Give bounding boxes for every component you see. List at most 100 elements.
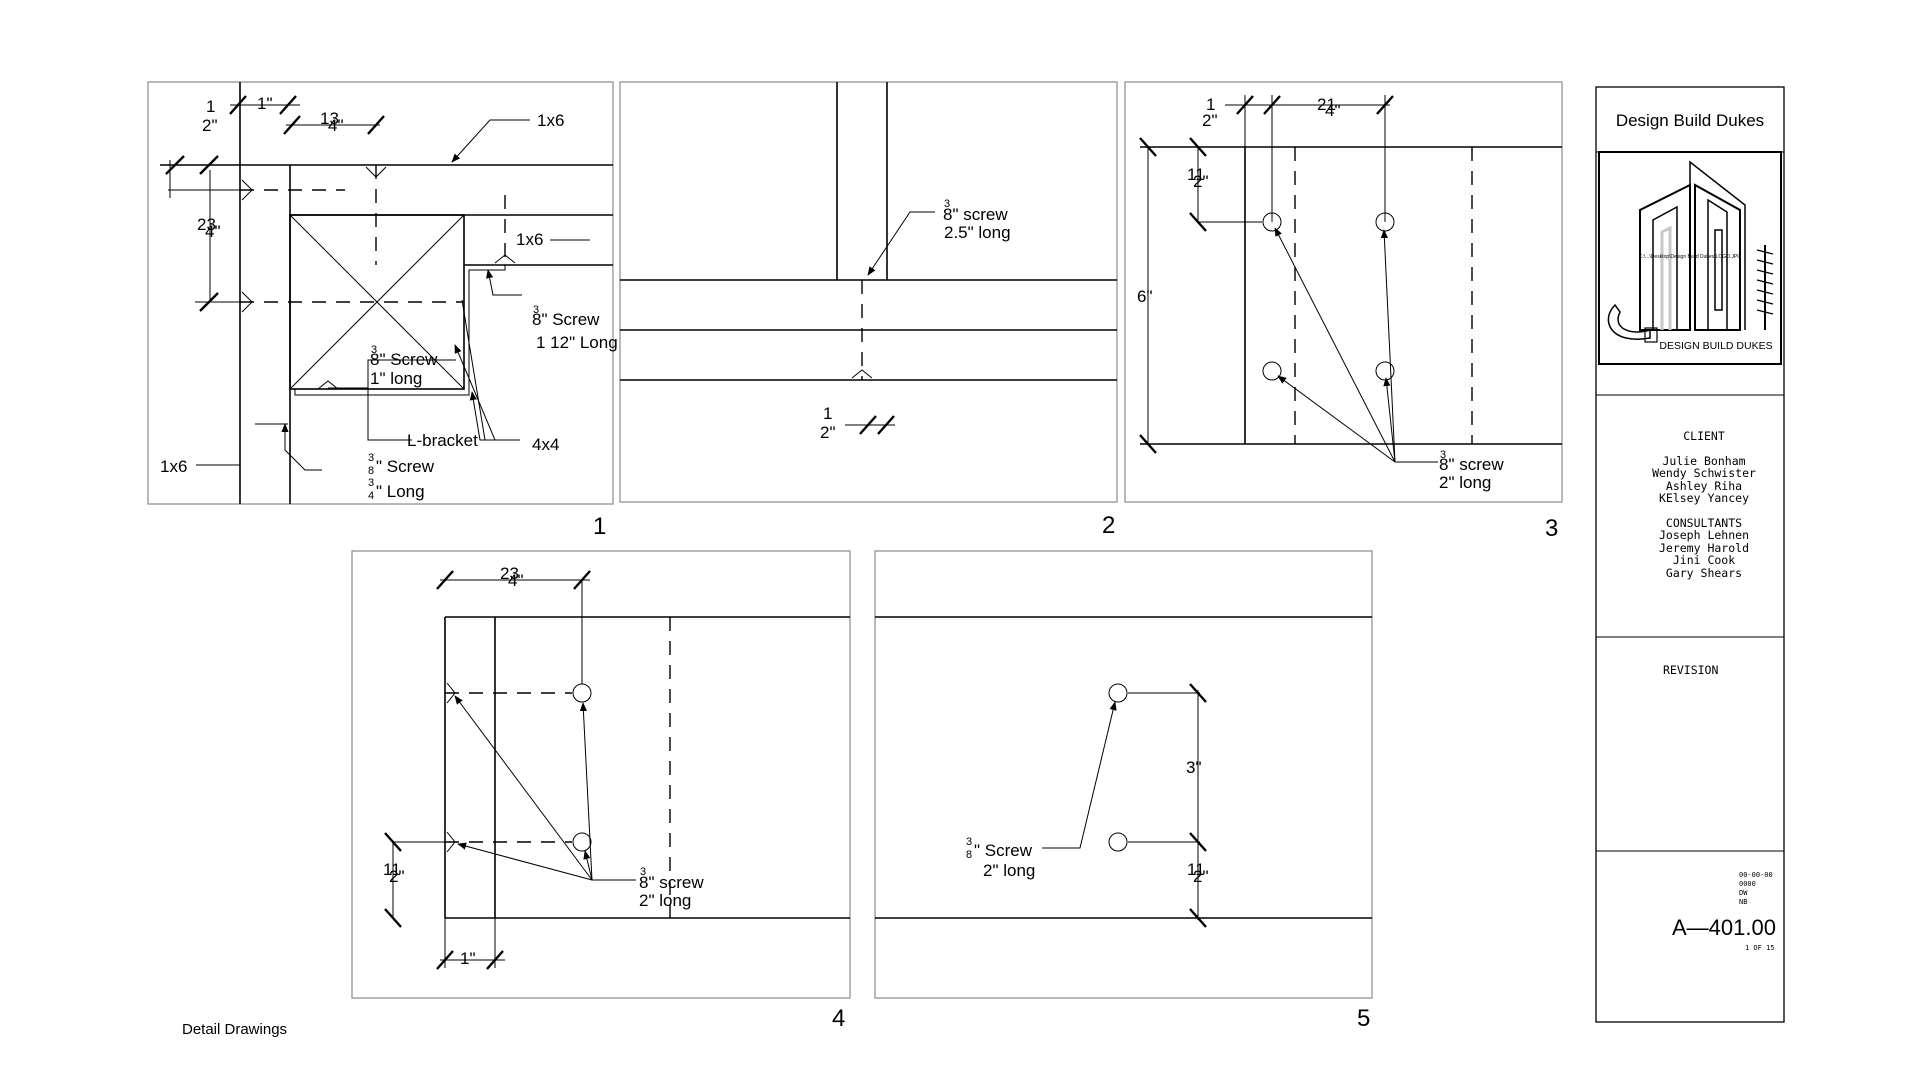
detail-2: 3 8" screw 2.5" long 1 2" 2 [619, 81, 1118, 539]
consultant-name: Jini Cook [1673, 553, 1735, 567]
detail-3: 1 2" 21 4" 11 2" 6" 3 8" screw 2" long 3 [1124, 81, 1563, 542]
d2-screw-text: 8" screw [943, 205, 1008, 224]
d4-screw-text: 8" screw [639, 873, 704, 892]
d3-screw-num: 3 [1440, 449, 1446, 461]
screw-c-len: " Long [376, 482, 425, 501]
d5-screw-num: 3 [966, 836, 972, 848]
d2-dim-den: 2" [820, 423, 836, 442]
screw-hole [572, 832, 592, 852]
label-l-bracket: L-bracket [407, 431, 478, 450]
consultants-heading: CONSULTANTS [1666, 516, 1742, 530]
d2-screw-num: 3 [944, 198, 950, 210]
screw-c-den: 8 [368, 465, 374, 477]
screw-c-num: 3 [368, 452, 374, 464]
d5-dim-1-1-2-den: 2" [1193, 867, 1209, 886]
screw-a-num: 3 [533, 304, 539, 316]
client-heading: CLIENT [1683, 429, 1725, 443]
screw-b-num: 3 [371, 344, 377, 356]
consultant-name: Gary Shears [1666, 566, 1742, 580]
d4-dim-1-1-2: 11 [383, 860, 401, 879]
d5-screw-text: " Screw [974, 841, 1033, 860]
dim-half-num: 1 [206, 97, 215, 116]
detail-4-number: 4 [832, 1005, 845, 1032]
detail-4: 23 4" 11 2" 1" 3 8" screw 2" long 4 [351, 550, 851, 1032]
d5-dim-1-1-2: 11 [1187, 860, 1205, 879]
dim-1-3-4: 13 [320, 109, 339, 128]
logo-path-text: C:\...\Desktop\Design Build Dukes\LOGO.J… [1639, 254, 1741, 260]
detail-1-frame [147, 81, 614, 505]
d4-dim-2-3-4-den: 4" [508, 571, 524, 590]
detail-4-frame [351, 550, 851, 999]
d3-dim-6in: 6" [1137, 287, 1153, 306]
screw-hole [1108, 832, 1128, 852]
meta-checked: NB [1739, 898, 1747, 906]
screw-hole [1108, 683, 1128, 703]
detail-1: 1x6 1x6 1x6 4x4 L-bracket 1 2" 1" 13 4" … [147, 81, 618, 540]
d2-dim-num: 1 [823, 404, 832, 423]
title-block: Design Build Dukes C:\...\Desktop\Design… [1595, 86, 1785, 1023]
dim-2-3-4: 23 [197, 215, 216, 234]
sheet-number: A—401.00 [1672, 915, 1776, 940]
label-4x4: 4x4 [532, 435, 559, 454]
l-bracket [294, 265, 506, 396]
screw-c-text: " Screw [376, 457, 435, 476]
d3-dim-half-num: 1 [1206, 95, 1215, 114]
logo-text: DESIGN BUILD DUKES [1659, 340, 1772, 352]
firm-name: Design Build Dukes [1616, 111, 1764, 130]
d2-screw-len: 2.5" long [944, 223, 1011, 242]
firm-logo: C:\...\Desktop\Design Build Dukes\LOGO.J… [1598, 151, 1782, 365]
screw-a-len: 1 12" Long [536, 333, 618, 352]
d3-dim-2-1-4-den: 4" [1325, 101, 1341, 120]
screw-hole [1262, 212, 1282, 232]
consultant-name: Joseph Lehnen [1659, 528, 1749, 542]
meta-date: 00-00-00 [1739, 871, 1773, 879]
detail-5: 3" 11 2" 3 8 " Screw 2" long 5 [874, 550, 1373, 1032]
revision-heading: REVISION [1663, 663, 1718, 677]
detail-1-number: 1 [593, 513, 606, 540]
d5-screw-den: 8 [966, 849, 972, 861]
meta-drawn: DW [1739, 889, 1748, 897]
label-1x6-right: 1x6 [516, 230, 543, 249]
d4-dim-2-3-4: 23 [500, 564, 519, 583]
label-1x6-left: 1x6 [160, 457, 187, 476]
screw-c-len-den: 4 [368, 490, 374, 502]
detail-2-number: 2 [1102, 512, 1115, 539]
detail-5-number: 5 [1357, 1005, 1370, 1032]
detail-5-frame [874, 550, 1373, 999]
d4-screw-num: 3 [640, 866, 646, 878]
screw-b-text: 8" Screw [370, 350, 438, 369]
client-name: Julie Bonham [1662, 454, 1745, 468]
d3-dim-half-den: 2" [1202, 111, 1218, 130]
client-name: KElsey Yancey [1659, 491, 1749, 505]
d3-dim-1-1-2-den: 2" [1193, 172, 1209, 191]
d3-dim-2-1-4: 21 [1317, 95, 1336, 114]
screw-hole [1262, 361, 1282, 381]
consultant-name: Jeremy Harold [1659, 541, 1749, 555]
meta-project: 0000 [1739, 880, 1756, 888]
detail-3-frame [1124, 81, 1563, 503]
detail-2-frame [619, 81, 1118, 503]
d4-dim-1in: 1" [460, 949, 476, 968]
screw-c-len-num: 3 [368, 477, 374, 489]
d5-dim-3in: 3" [1186, 758, 1202, 777]
label-1x6-top: 1x6 [537, 111, 564, 130]
dim-1-3-4-den: 4" [328, 116, 344, 135]
dim-half-den: 2" [202, 116, 218, 135]
dim-2-3-4-den: 4" [205, 222, 221, 241]
client-name: Ashley Riha [1666, 479, 1742, 493]
client-name: Wendy Schwister [1652, 466, 1756, 480]
screw-hole [572, 683, 592, 703]
d5-screw-len: 2" long [983, 861, 1035, 880]
d3-screw-text: 8" screw [1439, 455, 1504, 474]
screw-b-len: 1" long [370, 369, 422, 388]
d4-screw-len: 2" long [639, 891, 691, 910]
dim-1in: 1" [257, 94, 273, 113]
d3-dim-1-1-2: 11 [1187, 165, 1205, 184]
d4-dim-1-1-2-den: 2" [389, 867, 405, 886]
detail-3-number: 3 [1545, 515, 1558, 542]
sheet-count: 1 OF 15 [1745, 944, 1775, 952]
screw-a-text: 8" Screw [532, 310, 600, 329]
sheet-caption: Detail Drawings [182, 1021, 287, 1038]
d3-screw-len: 2" long [1439, 473, 1491, 492]
